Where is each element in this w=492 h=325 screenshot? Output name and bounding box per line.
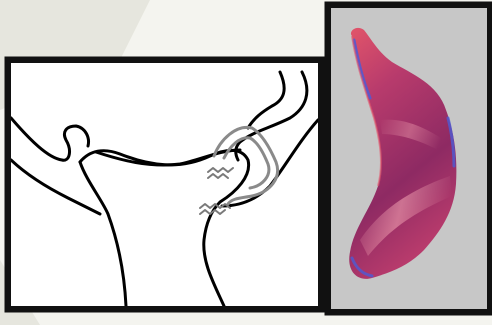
left-panel	[8, 60, 321, 309]
right-panel	[328, 5, 490, 312]
